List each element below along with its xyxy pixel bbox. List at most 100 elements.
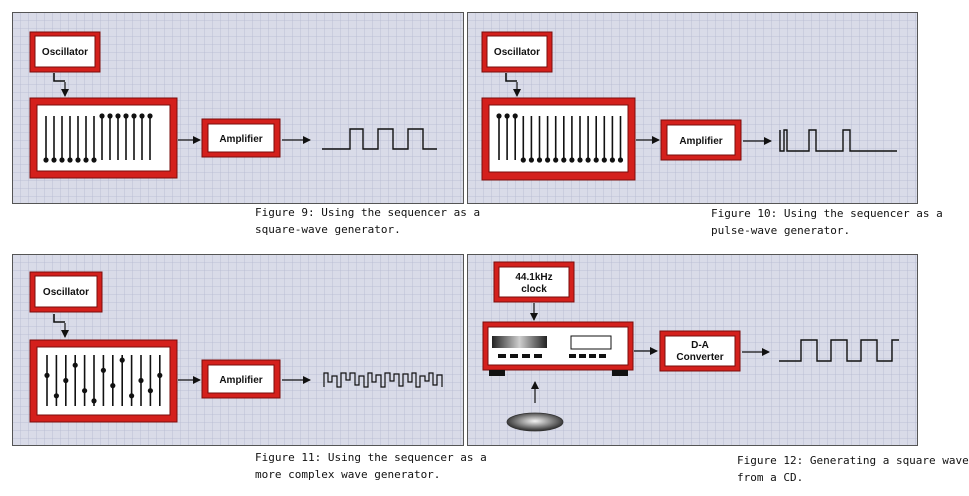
figure-12-caption-line2: from a CD. xyxy=(737,471,804,484)
slider-knob xyxy=(53,393,60,399)
pulse-wave-output xyxy=(779,129,897,152)
oscillator-label: Oscillator xyxy=(494,47,540,58)
figure-12-panel: 44.1kHz clock D-A Converter xyxy=(467,254,918,446)
amplifier-box: Amplifier xyxy=(201,118,281,158)
compact-disc-icon xyxy=(506,412,564,432)
figure-11-panel: Oscillator Amplifier xyxy=(12,254,464,446)
amplifier-box: Amplifier xyxy=(201,359,281,399)
slider-knob xyxy=(75,157,81,163)
slider-knob xyxy=(157,372,163,378)
trigger-symbol xyxy=(53,73,65,82)
slider-knob xyxy=(99,113,105,119)
slider-knob xyxy=(147,388,153,394)
slider-knob xyxy=(119,357,125,363)
figure-10-caption: Figure 10: Using the sequencer as a puls… xyxy=(711,205,943,239)
slider-knob xyxy=(617,157,624,163)
slider-knob xyxy=(43,157,49,163)
slider-knob xyxy=(44,372,50,378)
slider-knob xyxy=(51,157,57,163)
cd-display xyxy=(570,335,612,350)
slider-knob xyxy=(138,377,144,384)
oscillator-box: Oscillator xyxy=(481,31,553,73)
slider-knob xyxy=(545,157,551,163)
oscillator-box: Oscillator xyxy=(29,31,101,73)
slider-knob xyxy=(131,113,137,119)
amplifier-label: Amplifier xyxy=(219,375,262,386)
clock-label-line1: 44.1kHz xyxy=(515,272,552,283)
slider-knob xyxy=(100,367,106,373)
sequencer-box xyxy=(481,97,636,181)
slider-knob xyxy=(123,113,129,119)
figure-11-caption: Figure 11: Using the sequencer as a more… xyxy=(255,449,487,483)
cd-player xyxy=(482,321,634,376)
slider-knob xyxy=(115,113,121,119)
slider-knob xyxy=(601,157,607,163)
slider-knob xyxy=(139,113,145,119)
slider-knob xyxy=(561,157,567,163)
slider-knob xyxy=(107,113,113,119)
oscillator-box: Oscillator xyxy=(29,271,103,313)
sequencer-sliders xyxy=(496,113,624,163)
figure-12-caption: Figure 12: Generating a square wave from… xyxy=(737,452,969,486)
slider-knob xyxy=(512,113,518,119)
cd-buttons xyxy=(498,354,606,358)
slider-knob xyxy=(496,113,502,119)
sequencer-box xyxy=(29,339,178,423)
figure-10-panel: Oscillator Amplifier xyxy=(467,12,918,204)
clock-label-line2: clock xyxy=(521,284,547,295)
dac-box: D-A Converter xyxy=(659,330,741,372)
slider-knob xyxy=(91,398,97,404)
oscillator-label: Oscillator xyxy=(43,287,89,298)
slider-knob xyxy=(129,393,135,399)
dac-label-line1: D-A xyxy=(691,340,709,351)
slider-knob xyxy=(83,157,89,163)
slider-knob xyxy=(110,383,116,389)
slider-knob xyxy=(577,157,583,163)
slider-knob xyxy=(520,157,526,163)
figure-9-caption-line1: Figure 9: Using the sequencer as a xyxy=(255,206,481,219)
trigger-symbol xyxy=(53,314,65,323)
amplifier-label: Amplifier xyxy=(679,136,722,147)
slider-knob xyxy=(553,157,559,163)
slider-knob xyxy=(569,157,575,163)
figure-10-diagram: Oscillator Amplifier xyxy=(467,12,918,204)
cd-tray xyxy=(492,336,547,348)
slider-knob xyxy=(593,157,599,163)
slider-knob xyxy=(67,157,73,163)
sequencer-box xyxy=(29,97,178,179)
oscillator-label: Oscillator xyxy=(42,47,88,58)
square-wave-output xyxy=(322,128,437,150)
trigger-symbol xyxy=(505,73,517,82)
slider-knob xyxy=(82,388,88,394)
figure-9-diagram: Oscillator Amplifier xyxy=(12,12,464,204)
figure-9-panel: Oscillator Amplifier xyxy=(12,12,464,204)
square-wave-output xyxy=(779,339,899,362)
amplifier-box: Amplifier xyxy=(660,119,742,161)
slider-knob xyxy=(59,157,65,163)
sequencer-sliders xyxy=(43,113,153,163)
figure-9-caption-line2: square-wave generator. xyxy=(255,223,401,236)
slider-knob xyxy=(609,157,615,163)
figure-12-caption-line1: Figure 12: Generating a square wave xyxy=(737,454,969,467)
figure-11-caption-line2: more complex wave generator. xyxy=(255,468,441,481)
slider-knob xyxy=(536,157,543,163)
slider-knob xyxy=(585,157,591,163)
figure-10-caption-line1: Figure 10: Using the sequencer as a xyxy=(711,207,943,220)
slider-knob xyxy=(91,157,97,163)
slider-knob xyxy=(72,362,78,368)
sequencer-sliders xyxy=(44,355,163,406)
clock-box: 44.1kHz clock xyxy=(493,261,575,303)
cd-foot-left xyxy=(489,370,505,376)
complex-wave-output xyxy=(323,372,443,388)
figure-10-caption-line2: pulse-wave generator. xyxy=(711,224,851,237)
slider-knob xyxy=(504,113,510,119)
dac-label-line2: Converter xyxy=(676,352,723,363)
figure-11-diagram: Oscillator Amplifier xyxy=(12,254,464,446)
figure-9-caption: Figure 9: Using the sequencer as a squar… xyxy=(255,204,480,238)
slider-knob xyxy=(147,113,153,119)
figure-11-caption-line1: Figure 11: Using the sequencer as a xyxy=(255,451,487,464)
cd-foot-right xyxy=(612,370,628,376)
figure-12-diagram: 44.1kHz clock D-A Converter xyxy=(467,254,918,446)
slider-knob xyxy=(63,377,69,384)
amplifier-label: Amplifier xyxy=(219,134,262,145)
